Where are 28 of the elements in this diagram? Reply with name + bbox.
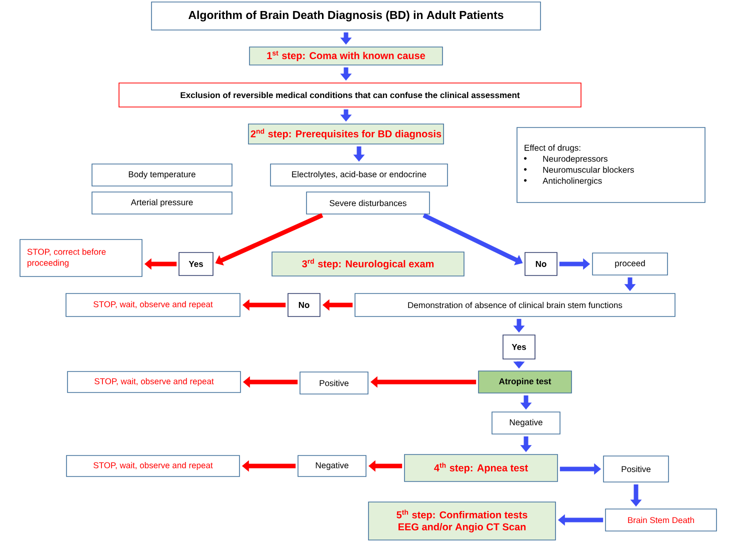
process-box: Arterial pressure bbox=[92, 192, 232, 214]
warning-box: Exclusion of reversible medical conditions that can confuse the clinical assessment bbox=[118, 82, 582, 108]
step-box: 3$^{rd}$ step: Neurological exam bbox=[272, 252, 464, 276]
process-box: Positive bbox=[603, 456, 669, 482]
stop-box: STOP, wait, observe and repeat bbox=[66, 293, 240, 317]
test-box: Atropine test bbox=[478, 370, 572, 394]
process-box: Positive bbox=[300, 372, 368, 394]
process-box: Negative bbox=[492, 412, 560, 434]
step-box: 4$^{th}$ step: Apnea test bbox=[404, 454, 558, 482]
note-box: Effect of drugs: Neurodepressors Neuromuscular blockers Anticholinergics bbox=[516, 127, 706, 203]
process-box: Body temperature bbox=[92, 164, 232, 186]
decision-box: No bbox=[524, 252, 558, 276]
process-box: Electrolytes, acid-base or endocrine bbox=[270, 164, 448, 186]
decision-box: No bbox=[288, 293, 320, 317]
process-box: Demonstration of absence of clinical brain stem functions bbox=[354, 293, 676, 317]
process-box: proceed bbox=[592, 252, 668, 276]
stop-box: STOP, wait, observe and repeat bbox=[66, 455, 240, 477]
step-box: 2$^{nd}$ step: Prerequisites for BD diagnosis bbox=[248, 124, 444, 144]
step-box: 5$^{th}$ step: Confirmation tests EEG and/or Angio CT Scan bbox=[368, 502, 556, 540]
stop-box: STOP, wait, observe and repeat bbox=[67, 371, 241, 393]
decision-box: Yes bbox=[178, 252, 214, 276]
process-box: Negative bbox=[298, 455, 366, 477]
decision-box: Yes bbox=[502, 334, 536, 360]
stop-box: STOP, correct before proceeding bbox=[20, 239, 142, 277]
step-box: 1$^{st}$ step: Coma with known cause bbox=[249, 46, 443, 66]
stop-box: Brain Stem Death bbox=[605, 508, 717, 532]
title-box: Algorithm of Brain Death Diagnosis (BD) in Adult Patients bbox=[151, 2, 541, 30]
process-box: Severe disturbances bbox=[306, 192, 430, 214]
